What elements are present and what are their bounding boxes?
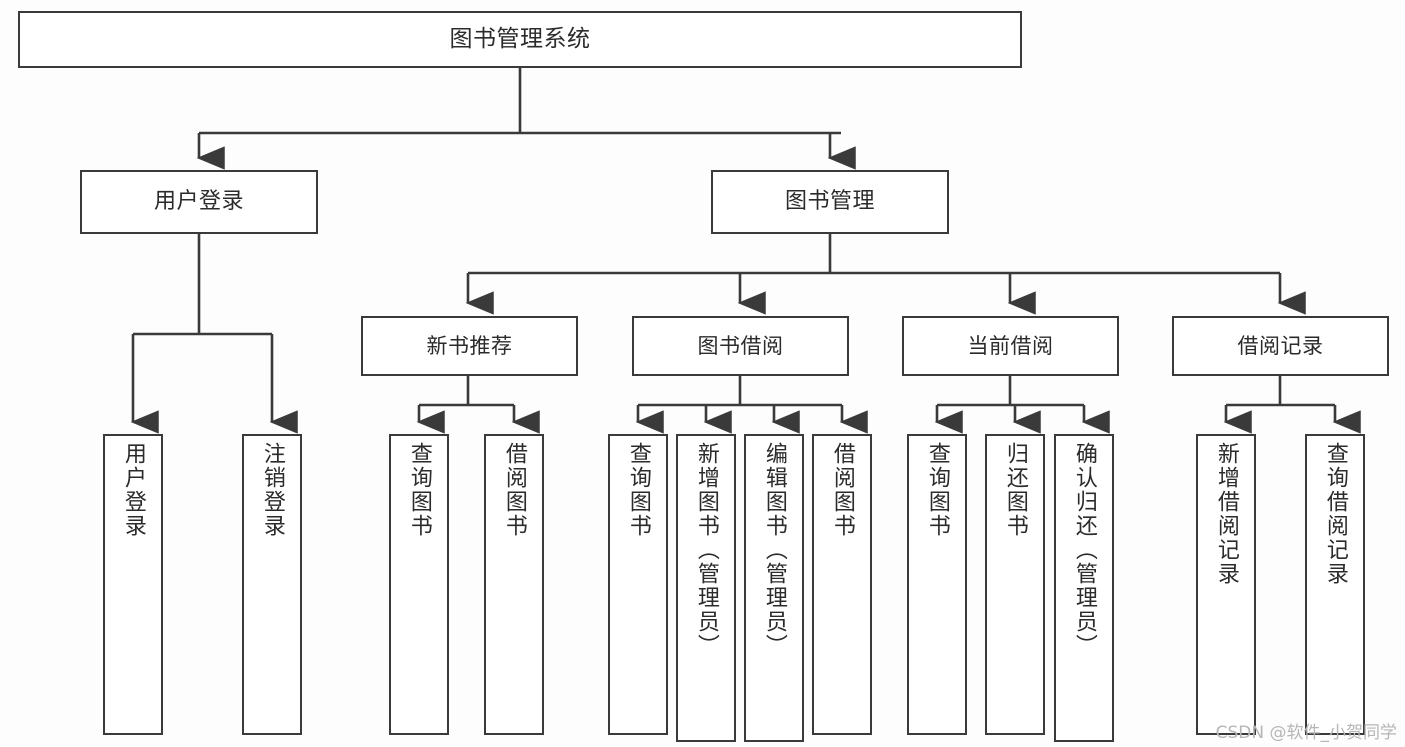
node-book-management[interactable]: 图书管理: [711, 170, 949, 234]
node-book-borrow-label: 图书借阅: [697, 333, 784, 358]
node-leaf-logout-label: 注销登录: [259, 442, 285, 538]
node-root[interactable]: 图书管理系统: [18, 11, 1022, 68]
node-leaf-edit-book-admin[interactable]: 编辑图书（管理员）: [744, 434, 804, 742]
node-leaf-confirm-return-admin-label: 确认归还（管理员）: [1071, 442, 1097, 658]
node-leaf-return-book[interactable]: 归还图书: [985, 434, 1045, 735]
node-leaf-user-login[interactable]: 用户登录: [103, 434, 163, 735]
node-user-login-label: 用户登录: [153, 189, 244, 215]
node-borrow-record[interactable]: 借阅记录: [1172, 316, 1389, 376]
node-leaf-borrow-book-newbook-label: 借阅图书: [501, 442, 527, 538]
node-leaf-borrow-book[interactable]: 借阅图书: [812, 434, 872, 735]
node-book-borrow[interactable]: 图书借阅: [632, 316, 849, 376]
node-leaf-add-borrow-record[interactable]: 新增借阅记录: [1196, 434, 1256, 735]
node-leaf-query-borrow-record[interactable]: 查询借阅记录: [1305, 434, 1365, 735]
node-leaf-query-book-newbook-label: 查询图书: [406, 442, 432, 538]
node-new-book-recommend-label: 新书推荐: [426, 333, 513, 358]
node-leaf-return-book-label: 归还图书: [1002, 442, 1028, 538]
node-borrow-record-label: 借阅记录: [1237, 333, 1324, 358]
node-leaf-borrow-book-label: 借阅图书: [829, 442, 855, 538]
node-leaf-query-book-borrow-label: 查询图书: [625, 442, 651, 538]
node-leaf-add-book-admin-label: 新增图书（管理员）: [693, 442, 719, 658]
node-leaf-query-book-current[interactable]: 查询图书: [907, 434, 967, 735]
node-leaf-user-login-label: 用户登录: [120, 442, 146, 538]
node-leaf-query-borrow-record-label: 查询借阅记录: [1322, 442, 1348, 586]
node-current-borrow-label: 当前借阅: [967, 333, 1054, 358]
node-book-management-label: 图书管理: [784, 189, 875, 215]
node-leaf-logout[interactable]: 注销登录: [242, 434, 302, 735]
node-leaf-confirm-return-admin[interactable]: 确认归还（管理员）: [1054, 434, 1114, 742]
node-user-login[interactable]: 用户登录: [80, 170, 318, 234]
node-leaf-query-book-borrow[interactable]: 查询图书: [608, 434, 668, 735]
node-leaf-borrow-book-newbook[interactable]: 借阅图书: [484, 434, 544, 735]
node-root-label: 图书管理系统: [449, 26, 591, 53]
node-leaf-add-borrow-record-label: 新增借阅记录: [1213, 442, 1239, 586]
node-leaf-query-book-current-label: 查询图书: [924, 442, 950, 538]
node-new-book-recommend[interactable]: 新书推荐: [361, 316, 578, 376]
node-leaf-add-book-admin[interactable]: 新增图书（管理员）: [676, 434, 736, 742]
node-leaf-edit-book-admin-label: 编辑图书（管理员）: [761, 442, 787, 658]
csdn-watermark: CSDN @软件_小贺同学: [1215, 723, 1397, 743]
node-leaf-query-book-newbook[interactable]: 查询图书: [389, 434, 449, 735]
node-current-borrow[interactable]: 当前借阅: [902, 316, 1119, 376]
